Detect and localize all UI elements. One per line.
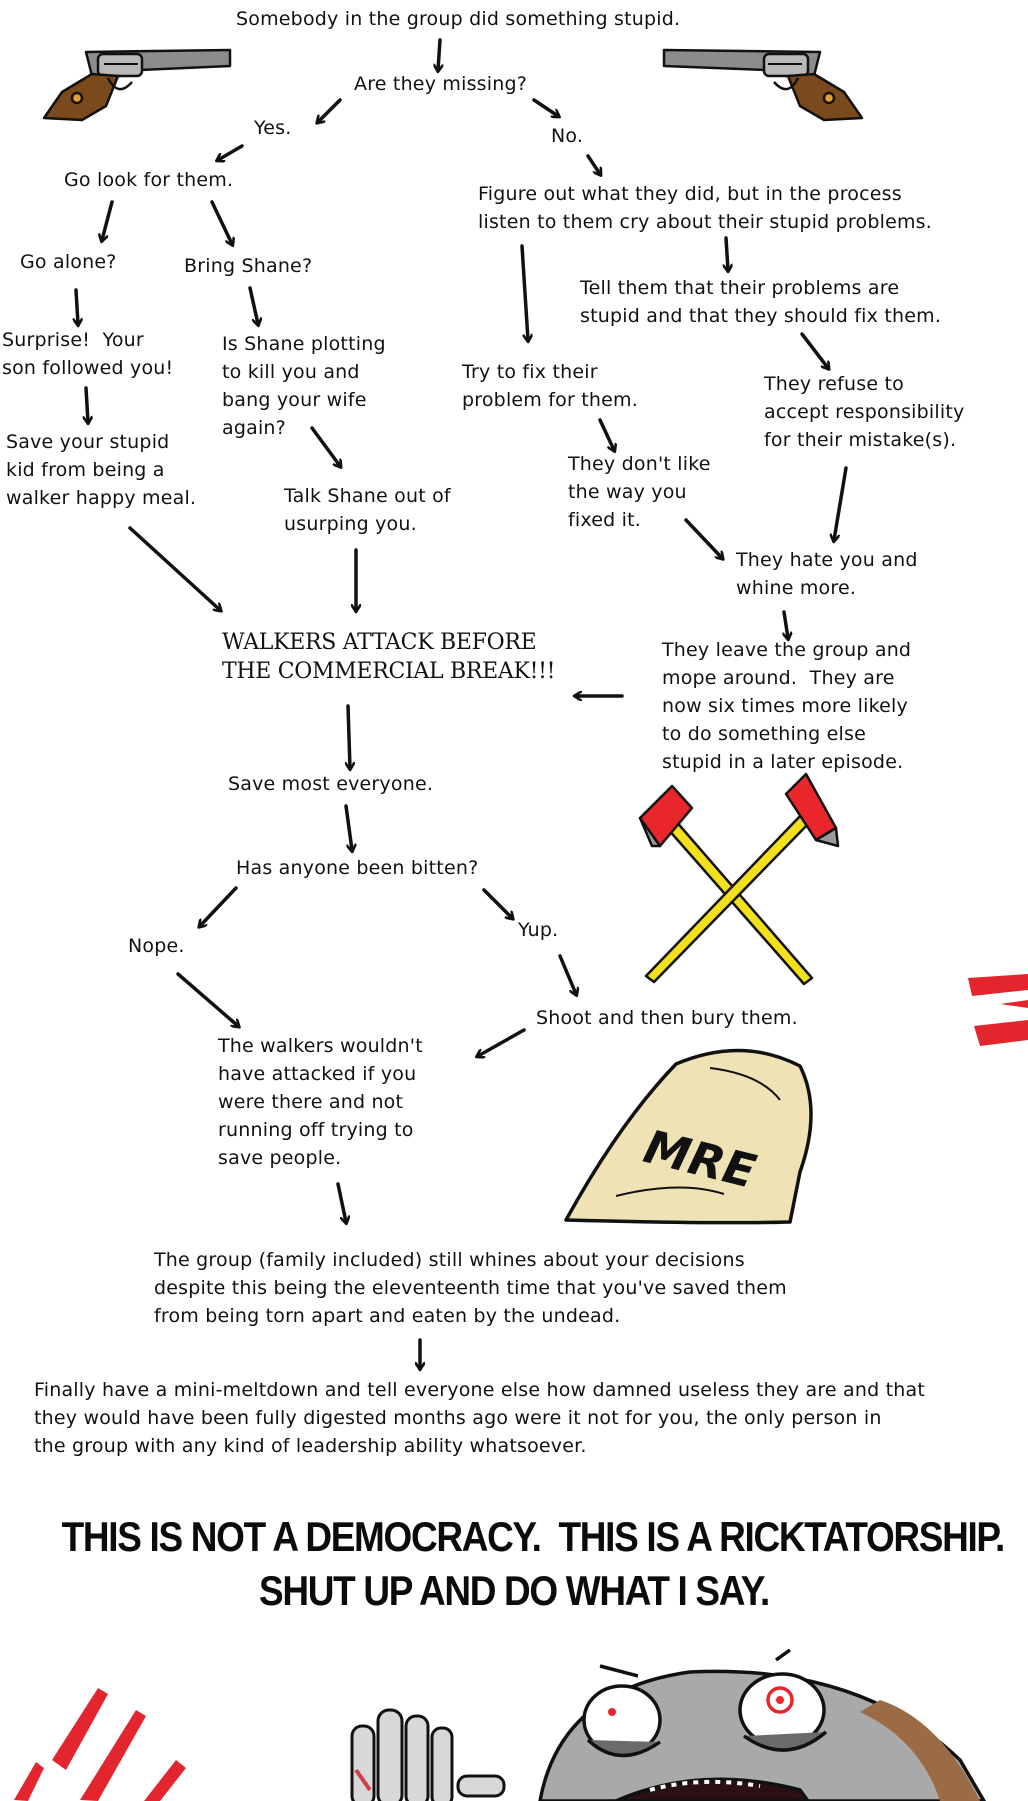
zombie-face-icon (538, 1648, 987, 1801)
node-nope: Nope. (128, 935, 185, 957)
node-surprise: Surprise! Your son followed you! (2, 329, 174, 379)
arrow-attack-to-savemost (348, 704, 350, 768)
node-try-fix: Try to fix their problem for them. (462, 361, 638, 411)
arrow-yup-to-shoot (558, 954, 576, 994)
crossed-axes-icon (638, 772, 840, 986)
banner-line-1: THIS IS NOT A DEMOCRACY. THIS IS A RICKT… (61, 1513, 1006, 1560)
node-save-most: Save most everyone. (228, 773, 434, 795)
node-hate-you: They hate you and whine more. (736, 549, 918, 599)
node-start: Somebody in the group did something stup… (236, 8, 681, 30)
arrow-plotting-to-talk (310, 426, 340, 466)
arrow-shane-to-plotting (248, 286, 258, 324)
node-shane-plotting: Is Shane plotting to kill you and bang y… (222, 333, 386, 439)
arrow-alone-to-surprise (76, 288, 78, 324)
node-group-whines: The group (family included) still whines… (154, 1249, 787, 1327)
arrow-missing-to-yes (318, 98, 342, 122)
node-leave-group: They leave the group and mope around. Th… (662, 639, 912, 773)
arrow-golook-to-alone (102, 200, 114, 240)
node-tell-them: Tell them that their problems are stupid… (580, 277, 942, 327)
node-shoot-bury: Shoot and then bury them. (536, 1007, 798, 1029)
arrow-shoot-to-wouldnt (478, 1028, 526, 1056)
arrow-bitten-to-nope (200, 886, 238, 926)
node-yes: Yes. (254, 117, 292, 139)
revolver-icon (662, 48, 864, 122)
arrow-nope-to-wouldnt (176, 972, 238, 1026)
node-refuse: They refuse to accept responsibility for… (764, 373, 965, 451)
node-go-alone: Go alone? (20, 251, 117, 273)
node-no: No. (551, 125, 584, 147)
arrow-savekid-to-attack (128, 526, 220, 610)
blood-scratch-icon (968, 974, 1028, 1046)
arrow-surprise-to-savekid (86, 386, 88, 422)
arrow-dontlike-to-hate (684, 518, 722, 558)
flow-arrows (76, 38, 848, 1368)
arrow-figure-to-tryfix (520, 244, 528, 340)
arrow-no-to-figure (586, 154, 600, 174)
arrow-golook-to-shane (210, 200, 232, 244)
node-bring-shane: Bring Shane? (184, 255, 313, 277)
node-figure-out: Figure out what they did, but in the pro… (478, 183, 933, 233)
blood-scratch-icon (14, 1688, 186, 1801)
node-go-look: Go look for them. (64, 169, 234, 191)
node-yup: Yup. (518, 919, 559, 941)
node-save-kid: Save your stupid kid from being a walker… (6, 431, 197, 509)
node-meltdown: Finally have a mini-meltdown and tell ev… (34, 1379, 926, 1457)
tombstone-icon: MRE (564, 1048, 813, 1225)
arrow-refuse-to-hate (834, 466, 848, 540)
node-missing-question: Are they missing? (354, 73, 528, 95)
arrow-yes-to-golook (218, 144, 244, 160)
arrow-start-to-missing (438, 38, 440, 70)
zombie-hand-icon (350, 1708, 506, 1801)
banner-line-2: SHUT UP AND DO WHAT I SAY. (259, 1567, 770, 1614)
arrow-hate-to-leave (784, 610, 788, 638)
arrow-tell-to-refuse (800, 332, 828, 368)
arrow-missing-to-no (532, 98, 558, 116)
arrow-wouldnt-to-whines (336, 1182, 346, 1222)
node-bitten-question: Has anyone been bitten? (236, 857, 479, 879)
arrow-figure-to-tell (726, 236, 728, 270)
node-dont-like: They don't like the way you fixed it. (568, 453, 711, 531)
arrow-savemost-to-bitten (344, 804, 352, 850)
node-walkers-attack: WALKERS ATTACK BEFORE THE COMMERCIAL BRE… (222, 630, 556, 684)
arrow-tryfix-to-dontlike (598, 418, 614, 450)
arrow-bitten-to-yup (482, 888, 512, 918)
revolver-icon (42, 48, 232, 122)
node-talk-shane: Talk Shane out of usurping you. (284, 485, 451, 535)
node-wouldnt-attack: The walkers wouldn't have attacked if yo… (218, 1035, 423, 1169)
